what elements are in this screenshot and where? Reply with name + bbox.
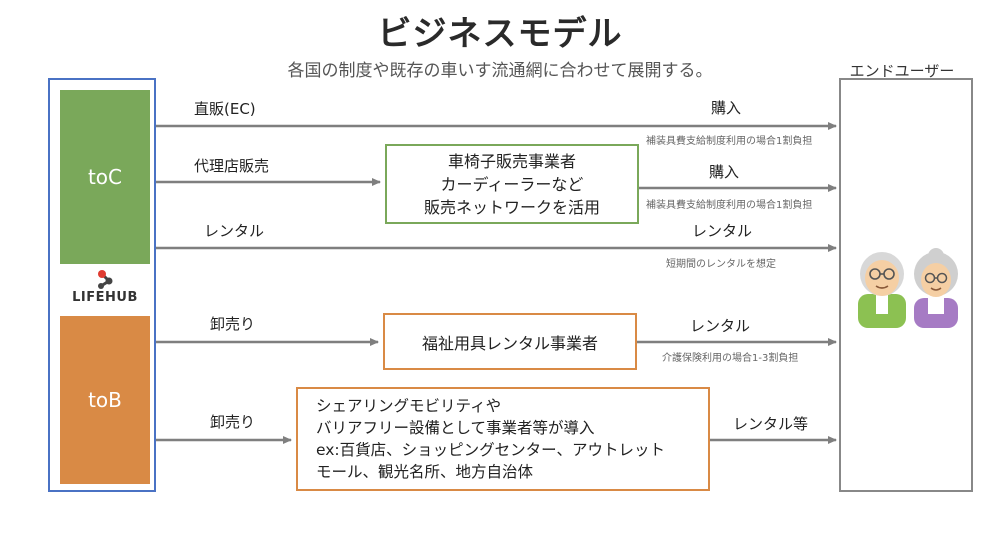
lifehub-logo: LIFEHUB xyxy=(60,266,150,314)
page-title: ビジネスモデル xyxy=(377,14,623,54)
wholesale1-label: 卸売り xyxy=(210,315,256,333)
tob-label: toB xyxy=(88,388,122,412)
lifehub-logo-text: LIFEHUB xyxy=(72,290,138,305)
elderly-couple-icon xyxy=(858,248,958,328)
agency-purchase-label: 購入 xyxy=(709,163,740,181)
direct-sales-label: 直販(EC) xyxy=(194,100,256,118)
sharing-line-4: モール、観光名所、地方自治体 xyxy=(316,463,534,481)
rental-right-label: レンタル xyxy=(692,222,753,240)
wholesale1-note: 介護保険利用の場合1-3割負担 xyxy=(662,353,799,364)
dealer-network-box: 車椅子販売事業者 カーディーラーなど 販売ネットワークを活用 xyxy=(385,144,639,224)
tob-block: toB xyxy=(60,316,150,484)
agency-sales-label: 代理店販売 xyxy=(194,157,270,175)
dealer-line-1: 車椅子販売事業者 xyxy=(447,151,576,171)
toc-label: toC xyxy=(87,165,123,189)
page-subtitle: 各国の制度や既存の車いす流通網に合わせて展開する。 xyxy=(287,61,713,81)
sharing-line-2: バリアフリー設備として事業者等が導入 xyxy=(316,419,595,437)
direct-purchase-label: 購入 xyxy=(711,99,742,117)
welfare-rental-box: 福祉用具レンタル事業者 xyxy=(383,313,637,370)
wholesale2-right-label: レンタル等 xyxy=(733,415,809,433)
dealer-line-2: カーディーラーなど xyxy=(440,174,584,194)
rental-label: レンタル xyxy=(204,222,265,240)
dealer-line-3: 販売ネットワークを活用 xyxy=(423,197,600,217)
lifehub-logo-icon xyxy=(98,270,113,289)
wholesale2-label: 卸売り xyxy=(210,413,256,431)
rental-note: 短期間のレンタルを想定 xyxy=(666,259,776,270)
toc-block: toC xyxy=(60,90,150,264)
sharing-mobility-box: シェアリングモビリティや バリアフリー設備として事業者等が導入 ex:百貨店、シ… xyxy=(296,387,710,491)
welfare-rental-text: 福祉用具レンタル事業者 xyxy=(421,333,598,353)
end-user-label: エンドユーザー xyxy=(849,62,955,80)
sharing-line-3: ex:百貨店、ショッピングセンター、アウトレット xyxy=(316,441,666,459)
sharing-line-1: シェアリングモビリティや xyxy=(316,397,502,415)
direct-note: 補装具費支給制度利用の場合1割負担 xyxy=(646,136,813,147)
agency-note: 補装具費支給制度利用の場合1割負担 xyxy=(646,200,813,211)
wholesale1-right-label: レンタル xyxy=(690,317,751,335)
